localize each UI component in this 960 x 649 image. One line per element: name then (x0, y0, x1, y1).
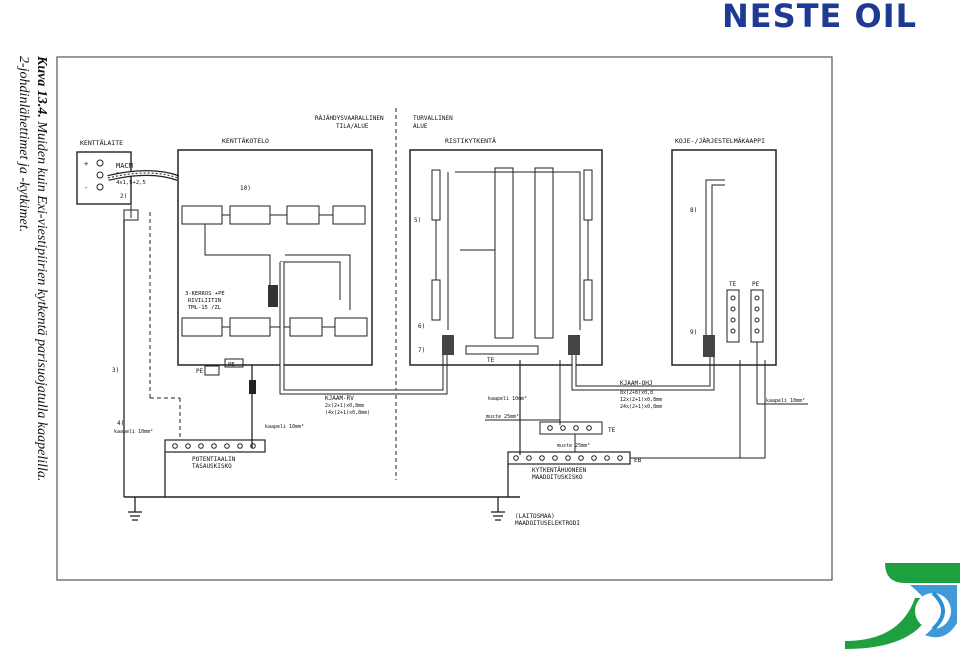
device-plus: + (84, 160, 88, 168)
kjaam-ohj-label: KJAAM-OHJ (620, 380, 653, 387)
kjaam-rv-spec-2: (4x(2+1)x0,8mm) (325, 410, 370, 416)
control-cabinet-title: KOJE-/JÄRJESTELMÄKAAPPI (675, 136, 765, 145)
kjaam-rv-label: KJAAM-RV (325, 395, 354, 402)
layer3-label-c: TML-15 /ZL (188, 305, 222, 311)
zone-safe-1: TURVALLINEN (413, 115, 453, 122)
label-n3: 3) (112, 367, 119, 374)
caption-line-2: 2-johdinlähettimet ja -kytkimet. (16, 56, 31, 233)
field-box-title: KENTTÄKOTELO (222, 136, 269, 145)
terminal-strip-a (494, 167, 514, 339)
marshalling-right-rail (583, 169, 593, 321)
te-column (726, 289, 740, 343)
neste-emblem (845, 563, 960, 649)
field-device-title: KENTTÄLAITE (80, 138, 123, 147)
kjaam-ohj-spec-1: 8x(2+8)x0,8 (620, 390, 653, 396)
potential-bar-label-1: POTENTIAALIN (192, 456, 236, 463)
terminal-2 (96, 171, 104, 179)
figure-caption: Kuva 13.4. Muiden kuin Exi-viestipiirien… (14, 56, 50, 576)
te-label: TE (487, 357, 495, 364)
device-minus: - (84, 184, 88, 192)
terminal-strip-b (534, 167, 554, 339)
muste-25-b: muste 25mm² (557, 443, 590, 449)
caption-number: Kuva 13.4. (34, 56, 49, 118)
cable-gland-4 (703, 335, 715, 357)
marshalling-wiring (447, 171, 581, 330)
terminal-row-top (181, 205, 366, 225)
te-2-label: TE (608, 427, 616, 434)
marshalling-title: RISTIKYTKENTÄ (445, 136, 496, 145)
kjaam-ohj-spec-3: 24x(2+1)x0,8mm (620, 404, 662, 410)
cable-gland-2 (442, 335, 454, 355)
label-n10: 10) (240, 185, 251, 192)
cable-gland-3 (568, 335, 580, 355)
terminal-row-bottom (181, 317, 368, 337)
macm-label: MACM (116, 162, 133, 170)
kaapeli-10-b: kaapeli 10mm² (265, 424, 304, 430)
control-cabinet-box (671, 149, 777, 366)
label-n6: 6) (418, 323, 425, 330)
diagram-frame (56, 56, 833, 581)
label-n8: 8) (690, 207, 697, 214)
pe-column (750, 289, 764, 343)
pe-column-label: PE (752, 281, 760, 288)
field-box (177, 149, 373, 366)
earth-label-1: (LAITOSMAA) (515, 513, 555, 520)
field-box-wiring (204, 224, 351, 310)
kaapeli-10-c: kaapeli 10mm² (488, 396, 527, 402)
marshalling-left-rail (431, 169, 441, 321)
pe-bar-small (224, 358, 244, 368)
pe-bar-label: PE (228, 362, 235, 368)
potential-bar (164, 439, 266, 453)
neste-oil-logo: NESTE OIL (722, 0, 918, 35)
zone-hazardous-1: RÄJÄHDYSVAARALLINEN (315, 115, 384, 122)
kaapeli-10-d: kaapeli 10mm² (766, 398, 805, 404)
label-n2-small: 2) (120, 193, 127, 200)
terminal-3 (96, 183, 104, 191)
zone-hazardous-2: TILA/ALUE (336, 123, 369, 130)
room-bar-label-2: MAADOITUSKISKO (532, 474, 583, 481)
kjaam-rv-spec-1: 2x(2+1)x0,8mm (325, 403, 364, 409)
terminal-1 (96, 159, 104, 167)
te-column-label: TE (729, 281, 737, 288)
earth-symbol-right (491, 497, 505, 521)
label-n7: 7) (418, 347, 425, 354)
kaapeli-10-a: kaapeli 10mm² (114, 429, 153, 435)
room-bar-label-1: KYTKENTÄHUONEEN (532, 467, 587, 474)
muste-25-a: muste 25mm² (486, 414, 519, 420)
layer3-label-b: RIVILIITIN (188, 298, 221, 304)
label-n4: 4) (117, 420, 124, 427)
pe-small-box (123, 209, 139, 221)
control-cabinet-wiring (705, 179, 725, 335)
kjaam-ohj-spec-2: 12x(2+1)x0,8mm (620, 397, 662, 403)
label-n9: 9) (690, 329, 697, 336)
label-n5: 5) (414, 217, 421, 224)
te-bar-2 (539, 421, 603, 435)
pe-small-label: PE (196, 368, 204, 375)
caption-line-1: Muiden kuin Exi-viestipiirien kytkentä p… (34, 121, 49, 482)
zone-safe-2: ALUE (413, 123, 428, 130)
macm-spec-2: 4x1,5+2,5 (116, 180, 146, 186)
earth-symbol-left (128, 497, 142, 521)
layer3-label: 3-KERROS +PE (185, 291, 225, 297)
eb-label: EB (634, 457, 642, 464)
cable-gland-1 (268, 285, 278, 307)
earth-label-2: MAADOITUSELEKTRODI (515, 520, 580, 527)
field-device-box (76, 151, 132, 205)
marshalling-box (409, 149, 603, 366)
te-bar (465, 345, 539, 355)
potential-bar-label-2: TASAUSKISKO (192, 463, 232, 470)
